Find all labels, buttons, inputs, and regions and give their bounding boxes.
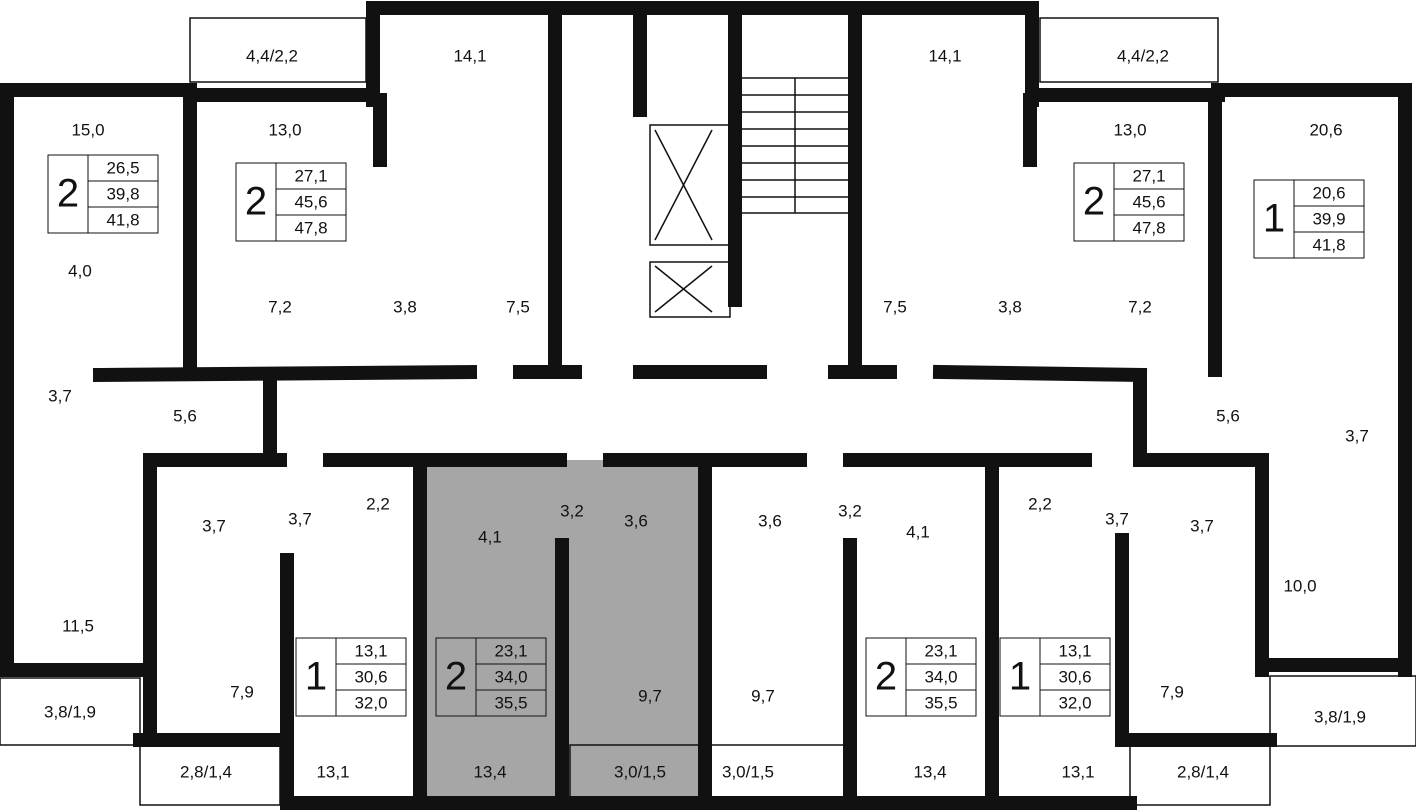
area-total: 30,6: [1058, 667, 1091, 686]
room-area: 7,5: [883, 297, 907, 316]
area-total: 45,6: [1132, 192, 1165, 211]
stairs-icon: [739, 77, 851, 214]
room-labels: 4,4/2,2 14,1 14,1 4,4/2,2 15,0 13,0 13,0…: [44, 46, 1369, 781]
room-area: 7,9: [1160, 682, 1184, 701]
room-count: 1: [1009, 655, 1031, 699]
room-area: 4,4/2,2: [246, 46, 298, 65]
area-total: 34,0: [924, 667, 957, 686]
room-area: 13,1: [1061, 762, 1094, 781]
area-total-with-balcony: 47,8: [1132, 218, 1165, 237]
room-area: 3,8/1,9: [44, 702, 96, 721]
elevator-icon: [649, 261, 731, 318]
apartment-info-box[interactable]: 1 13,1 30,6 32,0: [295, 637, 407, 717]
area-living: 27,1: [1132, 166, 1165, 185]
room-area: 10,0: [1283, 576, 1316, 595]
area-total: 39,8: [106, 184, 139, 203]
room-count: 2: [245, 180, 267, 224]
room-area: 3,8: [998, 297, 1022, 316]
apartment-info-box[interactable]: 2 27,1 45,6 47,8: [1073, 162, 1185, 242]
area-living: 23,1: [494, 641, 527, 660]
area-living: 13,1: [1058, 641, 1091, 660]
area-living: 27,1: [294, 166, 327, 185]
area-total-with-balcony: 35,5: [924, 693, 957, 712]
area-total-with-balcony: 41,8: [1312, 235, 1345, 254]
room-area: 5,6: [1216, 406, 1240, 425]
room-count: 2: [1083, 180, 1105, 224]
apartment-info-box[interactable]: 2 26,5 39,8 41,8: [47, 154, 159, 234]
room-count: 2: [875, 655, 897, 699]
room-area: 13,1: [316, 762, 349, 781]
area-total: 39,9: [1312, 209, 1345, 228]
room-area: 11,5: [62, 616, 94, 635]
apartment-info-box[interactable]: 1 20,6 39,9 41,8: [1253, 179, 1365, 259]
area-total-with-balcony: 32,0: [1058, 693, 1091, 712]
room-area: 3,7: [288, 509, 312, 528]
area-total-with-balcony: 32,0: [354, 693, 387, 712]
room-area: 13,4: [913, 762, 946, 781]
area-living: 23,1: [924, 641, 957, 660]
area-living: 13,1: [354, 641, 387, 660]
apartment-info-box[interactable]: 2 23,1 34,0 35,5: [865, 637, 977, 717]
room-count: 2: [445, 655, 467, 699]
apartment-info-box[interactable]: 2 23,1 34,0 35,5: [435, 637, 547, 717]
room-area: 3,0/1,5: [614, 762, 666, 781]
room-area: 7,2: [1128, 297, 1152, 316]
room-area: 3,8/1,9: [1314, 707, 1366, 726]
room-area: 9,7: [638, 686, 662, 705]
room-count: 1: [305, 655, 327, 699]
room-area: 3,6: [758, 511, 782, 530]
area-total-with-balcony: 41,8: [106, 210, 139, 229]
room-area: 2,2: [1028, 494, 1052, 513]
room-area: 3,0/1,5: [722, 762, 774, 781]
area-living: 26,5: [106, 158, 139, 177]
room-area: 3,7: [48, 386, 72, 405]
room-area: 2,8/1,4: [1177, 762, 1229, 781]
area-total: 45,6: [294, 192, 327, 211]
room-area: 13,0: [1113, 120, 1146, 139]
room-area: 4,0: [68, 261, 92, 280]
room-area: 9,7: [751, 686, 775, 705]
area-living: 20,6: [1312, 183, 1345, 202]
room-area: 13,4: [473, 762, 506, 781]
room-area: 7,9: [230, 682, 254, 701]
room-area: 4,4/2,2: [1117, 46, 1169, 65]
apartment-info-boxes: 2 26,5 39,8 41,8 2 27,1 45,6 47,8 2 27,1 45,6 47,8 1…: [47, 154, 1365, 717]
area-total: 30,6: [354, 667, 387, 686]
room-area: 4,1: [478, 527, 502, 546]
room-area: 3,7: [202, 516, 226, 535]
core: [649, 77, 851, 318]
room-area: 3,6: [624, 511, 648, 530]
room-area: 5,6: [173, 406, 197, 425]
room-area: 2,8/1,4: [180, 762, 232, 781]
room-count: 2: [57, 172, 79, 216]
room-area: 14,1: [928, 46, 961, 65]
room-count: 1: [1263, 197, 1285, 241]
room-area: 3,7: [1105, 509, 1129, 528]
area-total-with-balcony: 47,8: [294, 218, 327, 237]
room-area: 3,7: [1345, 426, 1369, 445]
area-total-with-balcony: 35,5: [494, 693, 527, 712]
apartment-info-box[interactable]: 2 27,1 45,6 47,8: [235, 162, 347, 242]
room-area: 13,0: [268, 120, 301, 139]
room-area: 14,1: [453, 46, 486, 65]
room-area: 3,7: [1190, 516, 1214, 535]
room-area: 7,5: [506, 297, 530, 316]
room-area: 3,2: [838, 501, 862, 520]
room-area: 3,8: [393, 297, 417, 316]
room-area: 7,2: [268, 297, 292, 316]
room-area: 3,2: [560, 501, 584, 520]
room-area: 20,6: [1309, 120, 1342, 139]
apartment-info-box[interactable]: 1 13,1 30,6 32,0: [999, 637, 1111, 717]
room-area: 15,0: [71, 120, 104, 139]
room-area: 4,1: [906, 522, 930, 541]
area-total: 34,0: [494, 667, 527, 686]
room-area: 2,2: [366, 494, 390, 513]
